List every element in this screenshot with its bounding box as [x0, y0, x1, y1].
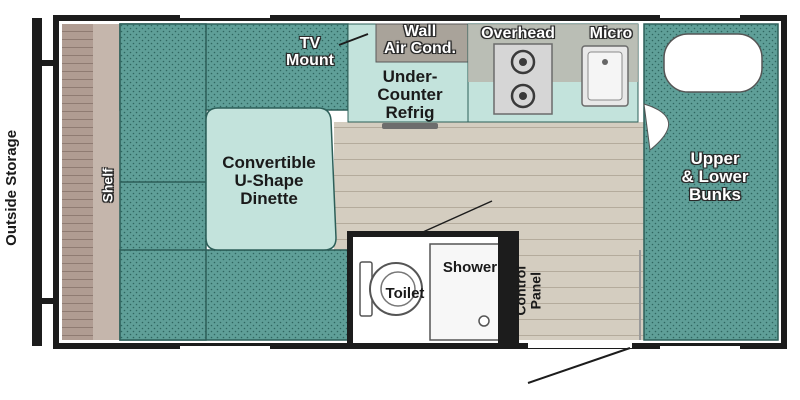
entry-door-gap	[528, 340, 632, 348]
burner-bottom	[510, 83, 536, 109]
tv-mount-label: TV Mount	[286, 35, 334, 69]
bunk-fold	[643, 103, 669, 151]
shower-label: Shower	[442, 259, 498, 276]
bath-door	[413, 200, 493, 237]
micro-label: Micro	[589, 25, 633, 42]
outside-storage-label: Outside Storage	[3, 129, 21, 246]
dinette-label: Convertible U-Shape Dinette	[222, 153, 316, 208]
tv-mount-pointer	[338, 33, 369, 46]
overhead-label: Overhead	[481, 25, 555, 42]
shower-pan	[429, 243, 509, 341]
shower-drain	[478, 315, 490, 327]
control-panel-wall	[498, 236, 516, 346]
entry-door	[527, 347, 631, 384]
refrig-handle	[382, 123, 438, 129]
bunk-pillow	[663, 33, 763, 93]
shelf-board	[93, 24, 120, 340]
dinette-table	[205, 107, 337, 251]
dinette-bottom-cushion	[119, 249, 349, 341]
storage-door-frame	[32, 18, 42, 346]
air-cond-unit	[375, 23, 469, 63]
burner-top	[510, 49, 536, 75]
under-counter-refrig-label: Under- Counter Refrig	[377, 67, 443, 122]
stove	[493, 43, 553, 115]
control-panel-label: Control Panel	[512, 265, 543, 316]
wall-air-cond-label: Wall Air Cond.	[384, 23, 456, 57]
bunks-label: Upper & Lower Bunks	[681, 149, 749, 204]
shelf-label: Shelf	[99, 168, 116, 203]
toilet-label: Toilet	[385, 285, 425, 302]
